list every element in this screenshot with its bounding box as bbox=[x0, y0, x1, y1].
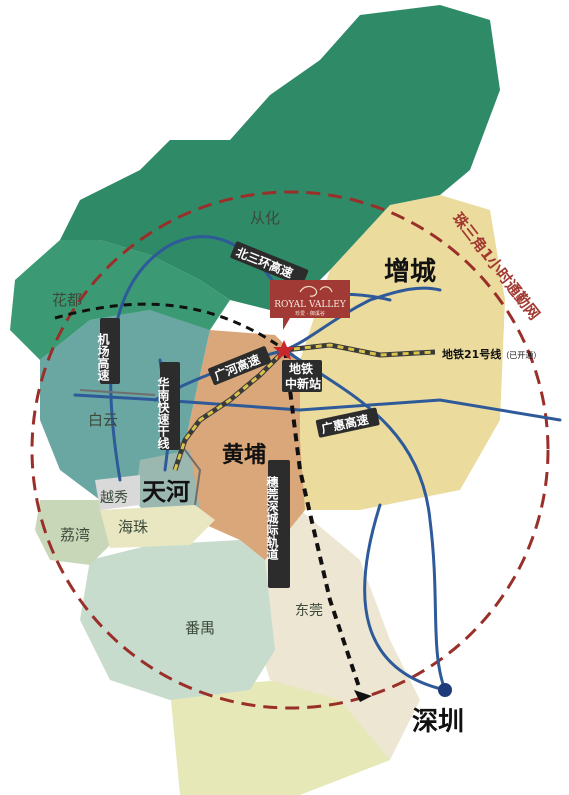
region-yuexiu bbox=[95, 475, 140, 510]
logo-badge: ROYAL VALLEY 珍爱 · 御溪谷 bbox=[270, 280, 350, 330]
lion-crest-icon bbox=[299, 285, 333, 297]
label-station-line2: 中新站 bbox=[285, 376, 321, 391]
region-south bbox=[170, 680, 390, 795]
logo-sub: 珍爱 · 御溪谷 bbox=[295, 310, 325, 317]
road-guanghui bbox=[73, 393, 562, 422]
label-suiguan: 穗莞深城际轨道 bbox=[265, 475, 279, 561]
region-haizhu bbox=[100, 505, 215, 548]
region-panyu bbox=[80, 540, 275, 700]
label-metro-21: 地铁21号线（已开通） bbox=[442, 347, 541, 361]
star-icon bbox=[273, 340, 295, 360]
label-huangpu: 黄埔 bbox=[222, 442, 266, 468]
label-dongguan: 东莞 bbox=[295, 603, 323, 619]
label-conghua: 从化 bbox=[250, 209, 280, 227]
metro-21 bbox=[172, 342, 436, 471]
arrow-icon bbox=[354, 690, 372, 702]
region-conghua bbox=[60, 5, 500, 310]
label-huadu: 花都 bbox=[52, 291, 82, 309]
label-shenzhen: 深圳 bbox=[412, 707, 464, 737]
label-liwan: 荔湾 bbox=[60, 526, 90, 544]
region-liwan bbox=[35, 500, 110, 565]
label-haizhu: 海珠 bbox=[118, 518, 148, 536]
dot-icon bbox=[438, 683, 452, 697]
label-huanan: 华南快速干线 bbox=[156, 376, 170, 450]
label-station-line1: 地铁 bbox=[289, 361, 313, 376]
label-baiyun: 白云 bbox=[88, 411, 118, 429]
badge-jichang: 机场高速 bbox=[96, 318, 120, 384]
label-yuexiu: 越秀 bbox=[100, 490, 128, 506]
road-to-shenzhen bbox=[283, 348, 447, 692]
label-jichang: 机场高速 bbox=[96, 332, 110, 382]
region-huadu bbox=[10, 240, 230, 360]
badge-station: 地铁 中新站 bbox=[282, 360, 322, 392]
badge-huanan: 华南快速干线 bbox=[156, 362, 180, 450]
road-south-loop bbox=[363, 503, 447, 692]
label-panyu: 番禺 bbox=[185, 619, 215, 637]
route-dashed-west bbox=[54, 302, 286, 352]
label-zengcheng: 增城 bbox=[384, 256, 436, 287]
region-tianhe bbox=[135, 450, 200, 520]
commute-ring bbox=[30, 190, 550, 710]
label-tianhe: 天河 bbox=[142, 478, 190, 506]
road-guanghe bbox=[153, 286, 442, 402]
route-suiguan bbox=[283, 349, 362, 691]
logo-brand: ROYAL VALLEY bbox=[274, 300, 347, 310]
badge-suiguan: 穗莞深城际轨道 bbox=[265, 460, 290, 588]
